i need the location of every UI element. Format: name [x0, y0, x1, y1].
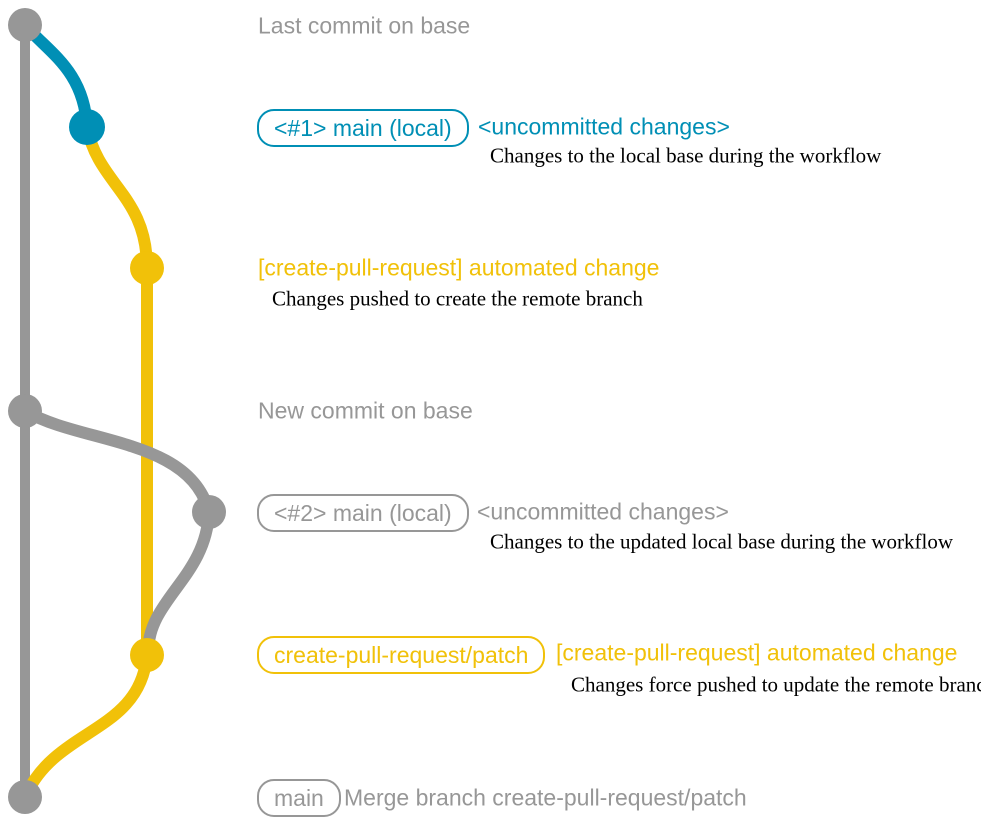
commit-message-uncommitted-2: <uncommitted changes> [477, 498, 729, 525]
commit-message-automated-change-2: [create-pull-request] automated change [556, 639, 958, 666]
branch-badge-create-pull-request-patch: create-pull-request/patch [257, 636, 546, 674]
commit-message-uncommitted-1: <uncommitted changes> [478, 113, 730, 140]
commit-detail-automated-change-1: Changes pushed to create the remote bran… [272, 286, 643, 311]
branch-badge-main-local-1: <#1> main (local) [257, 109, 469, 147]
branch-badge-main-local-2: <#2> main (local) [257, 494, 469, 532]
commit-node-remote-updated [130, 638, 164, 672]
branch-badge-main: main [257, 779, 341, 817]
commit-node-local-main-2 [192, 495, 226, 529]
commit-node-new-base [8, 394, 42, 428]
commit-message-automated-change-1: [create-pull-request] automated change [258, 254, 660, 281]
updated-local-main-branch-path [19, 405, 216, 656]
commit-detail-uncommitted-1: Changes to the local base during the wor… [490, 143, 882, 168]
commit-node-merge [8, 780, 42, 814]
commit-node-local-main-1 [69, 109, 105, 145]
commit-message-merge: Merge branch create-pull-request/patch [344, 784, 747, 811]
commit-node-remote-created [130, 251, 164, 285]
commit-node-last-base [8, 8, 42, 42]
caption-last-commit-on-base: Last commit on base [258, 12, 471, 39]
commit-detail-automated-change-2: Changes force pushed to update the remot… [571, 672, 981, 697]
caption-new-commit-on-base: New commit on base [258, 397, 473, 424]
create-pull-request-branch-path [21, 121, 153, 799]
commit-detail-uncommitted-2: Changes to the updated local base during… [490, 529, 954, 554]
